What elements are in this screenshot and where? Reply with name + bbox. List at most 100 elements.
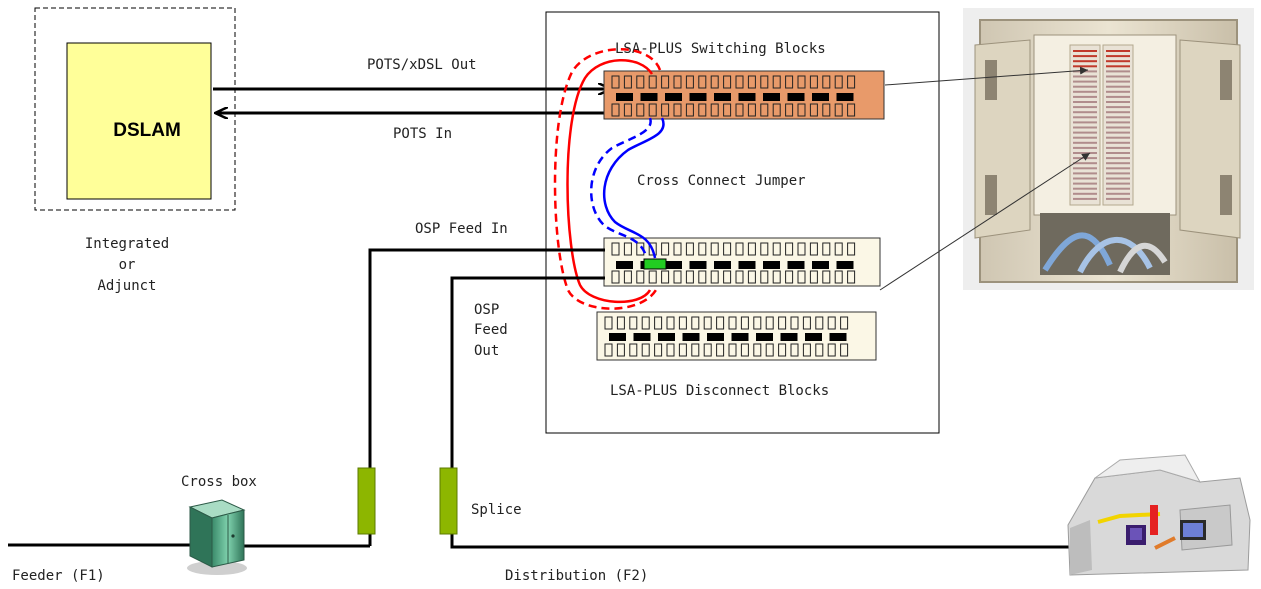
osp-feed-in-label: OSP Feed In [415,221,508,237]
cabinet-terminal-strip [1106,60,1130,63]
block-contact-bar [731,333,749,341]
out-label: Out [474,343,499,359]
red-jumper-dashed [553,48,662,310]
block-terminal [703,343,712,357]
cabinet-terminal-strip [1073,121,1097,124]
cabinet-terminal-strip [1073,192,1097,195]
block-contact-bar [780,333,798,341]
block-terminal [797,242,806,256]
block-terminal [797,103,806,117]
cabinet-terminal-strip [1073,116,1097,119]
block-terminal [673,103,682,117]
pots-xdsl-out-label: POTS/xDSL Out [367,57,477,73]
block-contact-bar [714,93,731,101]
block-terminal [716,343,725,357]
cabinet-terminal-strip [1106,70,1130,73]
splice-right [439,467,458,535]
block-terminal [673,75,682,89]
block-terminal [772,103,781,117]
cabinet-terminal-strip [1106,101,1130,103]
cabinet-terminal-strip [1106,157,1130,160]
cabinet-terminal-strip [1073,75,1097,78]
block-terminal [698,103,707,117]
blue-jumper-dashed [589,117,652,257]
cabinet-terminal-strip [1106,167,1130,170]
switching-block [603,70,885,120]
block-terminal [623,75,632,89]
cabinet-terminal-strip [1106,131,1130,134]
cabinet-terminal-strip [1073,197,1097,200]
pointer-switching-to-photo [884,66,1089,86]
pots-in-label: POTS In [393,126,452,142]
block-terminal [710,242,719,256]
block-contact-bar [682,333,700,341]
block-terminal [698,242,707,256]
block-terminal [760,75,769,89]
block-terminal [685,270,694,284]
feeder-label: Feeder (F1) [12,568,105,584]
block-terminal [740,343,749,357]
block-terminal [840,343,849,357]
block-terminal [703,316,712,330]
block-terminal [685,103,694,117]
cabinet-terminal-strip [1106,192,1130,195]
cabinet-terminal-strip [1073,60,1097,63]
cabinet-terminal-strip [1073,65,1097,68]
block-terminal [802,343,811,357]
block-terminal [641,343,650,357]
block-contact-bar [609,333,626,341]
block-terminal [661,242,670,256]
block-terminal [797,270,806,284]
block-terminal [654,316,663,330]
cabinet-terminal-strip [1073,187,1097,190]
block-terminal [678,343,687,357]
cabinet-terminal-strip [1073,131,1097,134]
block-terminal [685,242,694,256]
block-terminal [797,75,806,89]
block-terminal [822,75,831,89]
block-contact-bar [805,333,822,341]
block-terminal [661,103,670,117]
block-terminal [847,242,856,256]
block-terminal [735,75,744,89]
adjunct-label: Adjunct [97,278,156,294]
block-terminal [809,75,818,89]
block-contact-bar [829,333,847,341]
cabinet-terminal-strip [1073,80,1097,83]
cabinet-terminal-strip [1073,50,1097,52]
block-terminal [772,270,781,284]
block-terminal [691,343,700,357]
block-contact-bar [616,93,633,101]
cabinet-terminal-strip [1073,146,1097,149]
block-terminal [666,343,675,357]
cabinet-terminal-strip [1073,172,1097,175]
block-terminal [661,75,670,89]
block-terminal [772,242,781,256]
splice-left [357,467,376,535]
block-terminal [623,103,632,117]
block-terminal [716,316,725,330]
block-contact-bar [812,261,829,269]
integrated-label: Integrated [85,236,169,252]
block-terminal [636,103,645,117]
block-terminal [611,103,620,117]
switching-blocks-label: LSA-PLUS Switching Blocks [615,41,826,57]
cabinet-terminal-strip [1106,90,1130,93]
cabinet-terminal-strip [1073,126,1097,129]
block-terminal [604,343,613,357]
cabinet-terminal-strip [1106,187,1130,190]
block-terminal [710,75,719,89]
cabinet-terminal-strip [1073,111,1097,114]
highlight-green-contact [643,258,667,270]
cabinet-terminal-strip [1106,111,1130,114]
cabinet-terminal-strip [1073,157,1097,160]
block-contact-bar [763,93,780,101]
cabinet-terminal-strip [1106,136,1130,139]
cabinet-terminal-strip [1106,55,1130,58]
cabinet-terminal-strip [1106,75,1130,78]
block-terminal [790,343,799,357]
block-terminal [834,103,843,117]
block-terminal [834,75,843,89]
cabinet-terminal-strip [1073,177,1097,180]
